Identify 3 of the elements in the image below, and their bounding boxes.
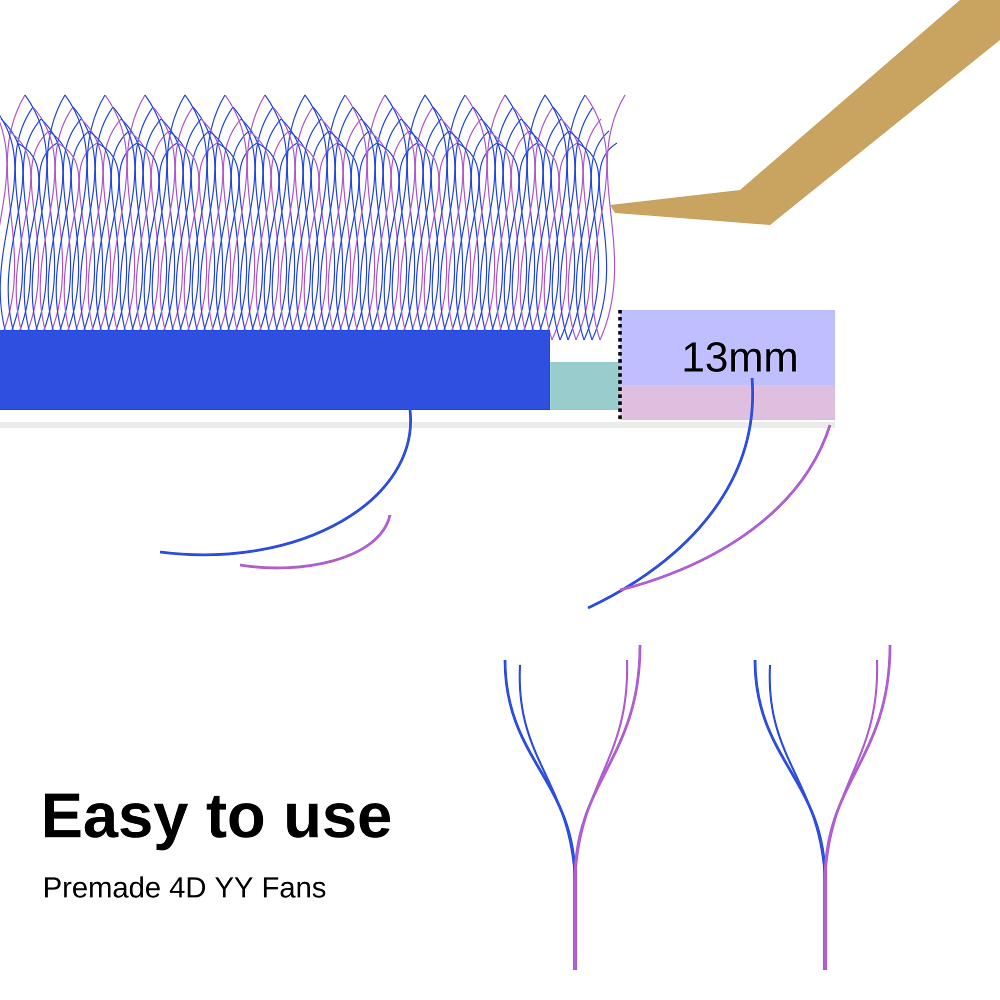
size-label: 13mm xyxy=(684,342,796,372)
headline: Easy to use xyxy=(44,794,390,850)
subtitle: Premade 4D YY Fans xyxy=(45,876,326,898)
